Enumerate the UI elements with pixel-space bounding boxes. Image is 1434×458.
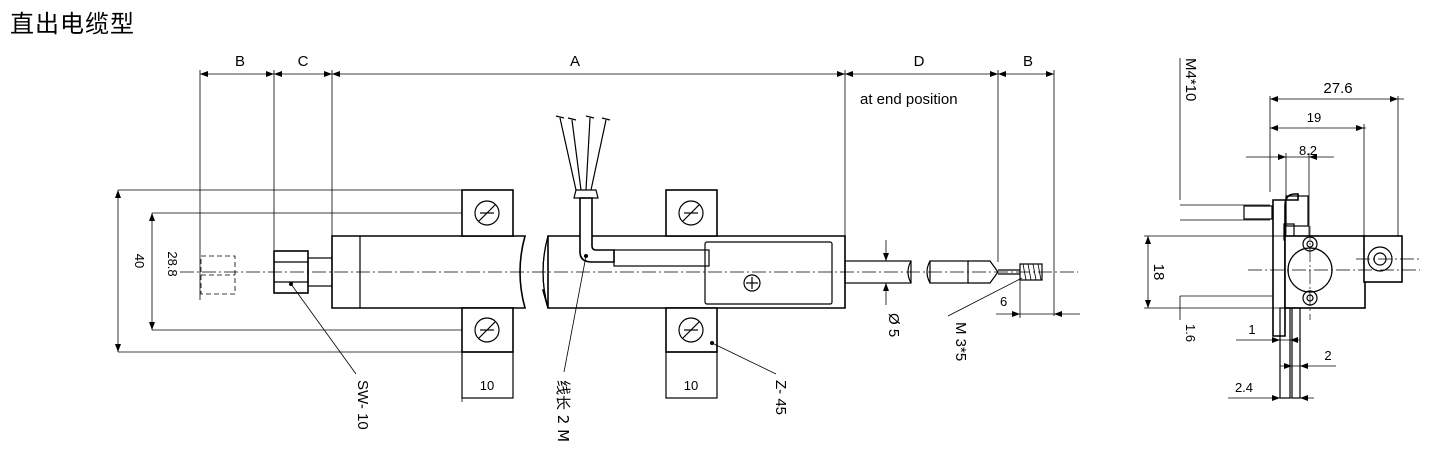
label-cable-length: 线长 2 M (554, 380, 572, 442)
dim-27-6: 27.6 (1323, 80, 1352, 97)
dim-a: A (570, 53, 580, 70)
dim-b-left: B (235, 53, 245, 70)
label-sw10: SW- 10 (354, 380, 371, 430)
dim-dia5: Ø 5 (885, 313, 902, 337)
dim-clamp-10-left: 10 (480, 378, 494, 393)
label-m3x5: M 3*5 (952, 322, 969, 361)
at-end-position-label: at end position (860, 91, 958, 108)
dim-2: 2 (1324, 348, 1331, 363)
dim-19: 19 (1307, 110, 1321, 125)
clamp-top-right (665, 189, 718, 237)
clamp-bottom-right (665, 307, 718, 399)
rod-right (929, 260, 969, 284)
dim-clamp-10-right: 10 (684, 378, 698, 393)
slider-screw (743, 274, 761, 292)
page-title: 直出电缆型 (10, 10, 135, 38)
dim-d: D (914, 53, 925, 70)
end-body (1284, 235, 1366, 309)
dim-c: C (298, 53, 309, 70)
dim-1-6: 1.6 (1183, 324, 1198, 342)
dim-1: 1 (1248, 322, 1255, 337)
dim-18: 18 (1150, 264, 1167, 281)
dim-28-8: 28.8 (165, 251, 180, 276)
dim-b-right: B (1023, 53, 1033, 70)
dim-6: 6 (1000, 294, 1007, 309)
clamp-bottom-left (461, 307, 514, 399)
cable-exit (579, 197, 615, 263)
clamp-top-left (461, 189, 514, 237)
slider-block (704, 241, 833, 305)
rod-left (844, 260, 912, 284)
end-view: M4*10 27.6 19 8.2 (1144, 58, 1420, 401)
side-view: B C A D B at end position 40 28.8 (115, 53, 1080, 442)
label-m4x10: M4*10 (1182, 58, 1199, 101)
dim-2-4: 2.4 (1235, 380, 1253, 395)
dim-8-2: 8.2 (1299, 143, 1317, 158)
dim-40: 40 (132, 254, 147, 268)
label-z45: Z- 45 (772, 380, 789, 415)
